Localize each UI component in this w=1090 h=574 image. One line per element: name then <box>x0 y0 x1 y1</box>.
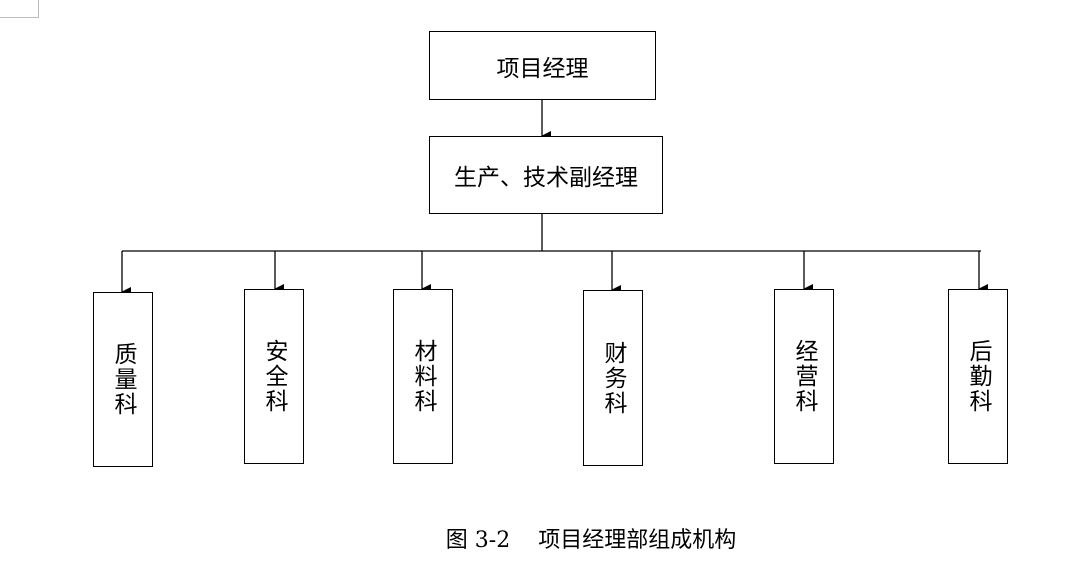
node-deputy-manager-label: 生产、技术副经理 <box>454 165 638 191</box>
figure-number: 图 3-2 <box>445 528 511 553</box>
dept-logistics: 后勤科 <box>948 289 1008 464</box>
dept-safety: 安全科 <box>244 289 304 464</box>
dept-materials-label: 材料科 <box>410 339 436 414</box>
dept-safety-label: 安全科 <box>261 339 287 414</box>
node-project-manager-label: 项目经理 <box>496 55 589 82</box>
dept-materials: 材料科 <box>393 289 453 464</box>
dept-operations-label: 经营科 <box>791 339 817 414</box>
node-deputy-manager: 生产、技术副经理 <box>429 136 663 214</box>
dept-quality-label: 质量科 <box>110 342 136 417</box>
dept-finance: 财务科 <box>583 290 643 466</box>
dept-finance-label: 财务科 <box>600 340 626 416</box>
figure-title: 项目经理部组成机构 <box>538 528 737 553</box>
dept-logistics-label: 后勤科 <box>965 339 991 414</box>
dept-operations: 经营科 <box>774 289 834 464</box>
node-project-manager: 项目经理 <box>429 31 656 100</box>
page-corner-mark <box>0 0 39 18</box>
figure-caption: 图 3-2 项目经理部组成机构 <box>0 522 1090 554</box>
dept-quality: 质量科 <box>93 292 153 467</box>
